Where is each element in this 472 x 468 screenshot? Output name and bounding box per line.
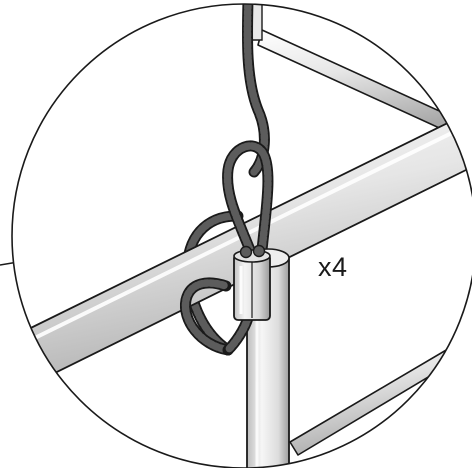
crimp-sleeve bbox=[233, 244, 271, 321]
detail-circle-border bbox=[11, 3, 472, 468]
quantity-label: x4 bbox=[318, 252, 348, 282]
